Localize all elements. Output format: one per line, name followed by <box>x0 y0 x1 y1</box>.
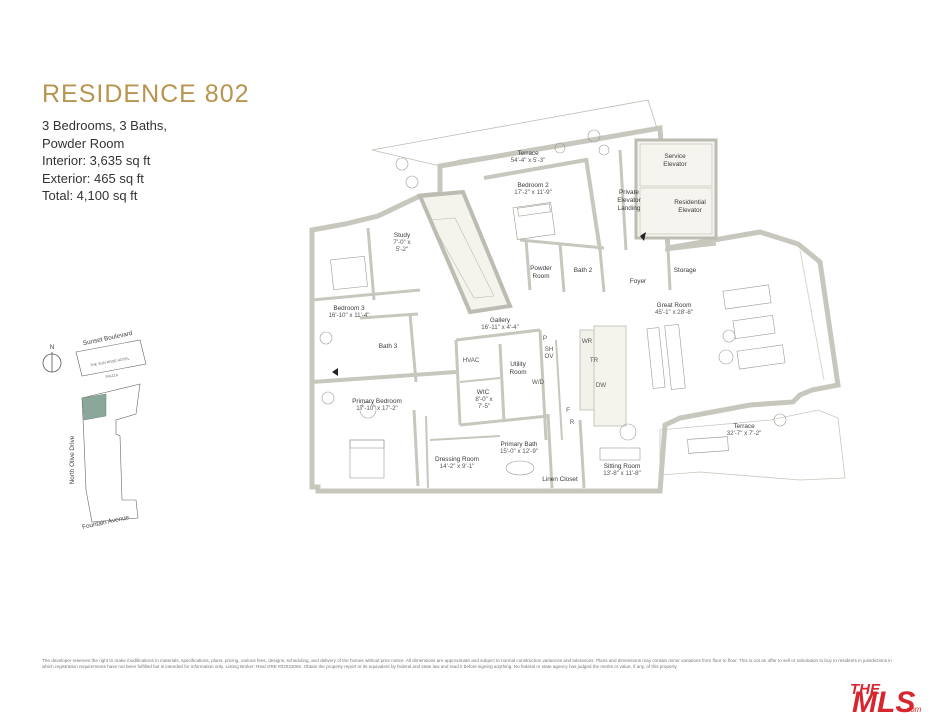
private-elevator-label: Private <box>619 189 639 196</box>
primary-bedroom-dim: 17'-10" x 17'-2" <box>356 405 398 412</box>
range-label: R <box>570 419 575 426</box>
utility-room-label: Room <box>509 369 526 376</box>
powder-room-label: Room <box>532 273 549 280</box>
study-dim: 7'-0" x <box>393 239 411 246</box>
logo-com: .com <box>904 705 922 714</box>
residential-elevator-label: Elevator <box>678 207 702 214</box>
terrace-top-dim: 54'-4" x 5'-3" <box>511 157 546 164</box>
dw-label: DW <box>596 382 606 389</box>
site-map: N THE SUN ROSE HOTEL PIAZZA Sunset Boule… <box>42 330 147 531</box>
service-elevator-label: Elevator <box>663 161 687 168</box>
spec-line: Interior: 3,635 sq ft <box>42 153 151 168</box>
room-labels: Terrace 54'-4" x 5'-3" Bedroom 2 17'-2" … <box>328 150 761 483</box>
primary-bedroom-label: Primary Bedroom <box>352 398 402 405</box>
spec-line: Powder Room <box>42 135 125 151</box>
terrace-top-label: Terrace <box>517 150 539 157</box>
logo-the: THE <box>850 681 881 698</box>
bedroom2-dim: 17'-2" x 11'-9" <box>514 189 552 196</box>
primary-bath-dim: 15'-0" x 12'-9" <box>500 448 538 455</box>
residential-elevator-label: Residential <box>674 199 706 206</box>
powder-room-label: Powder <box>530 265 553 272</box>
spec-line: Exterior: 465 sq ft <box>42 170 144 186</box>
wic-dim: 8'-0" x <box>475 396 493 403</box>
service-elevator-label: Service <box>664 153 686 160</box>
sitting-room-label: Sitting Room <box>604 463 641 470</box>
gallery-label: Gallery <box>490 317 511 324</box>
logo-mls: MLS <box>852 686 915 718</box>
ov-label: OV <box>545 353 555 360</box>
pantry-label: P <box>543 335 547 342</box>
gallery-dim: 16'-11" x 4'-4" <box>481 324 519 331</box>
utility-room-label: Utility <box>510 361 526 368</box>
primary-bath-label: Primary Bath <box>501 441 538 448</box>
piazza-label: PIAZZA <box>105 373 119 379</box>
spec-line: Total: 4,100 sq ft <box>42 188 138 203</box>
dressing-room-dim: 14'-2" x 9'-1" <box>440 463 475 470</box>
private-elevator-label: Elevator <box>617 197 641 204</box>
private-elevator-label: Landing <box>618 205 641 212</box>
terrace-right-dim: 32'-7" x 7'-2" <box>727 430 762 437</box>
north-label: N <box>50 344 55 351</box>
great-room-dim: 45'-1" x 28'-8" <box>655 309 693 316</box>
tr-label: TR <box>590 357 599 364</box>
bedroom3-dim: 16'-10" x 11'-4" <box>328 312 369 319</box>
fountain-avenue-label: Fountain Avenue <box>82 514 131 531</box>
study-label: Study <box>394 232 411 239</box>
bath3-label: Bath 3 <box>379 343 398 350</box>
bedroom3-label: Bedroom 3 <box>333 305 365 312</box>
spec-line: 3 Bedrooms, 3 Baths, <box>42 118 168 133</box>
wr-label: WR <box>582 338 593 345</box>
hvac-label: HVAC <box>463 357 480 364</box>
hotel-label: THE SUN ROSE HOTEL <box>90 357 130 368</box>
storage-label: Storage <box>674 267 697 274</box>
legal-disclaimer: The developer reserves the right to make… <box>42 658 892 669</box>
wic-dim: 7'-5" <box>478 403 490 410</box>
great-room-label: Great Room <box>657 302 692 309</box>
plan-walls <box>309 99 846 494</box>
residence-location-marker <box>81 393 107 421</box>
mls-logo: THE MLS .com <box>850 681 922 718</box>
bath2-label: Bath 2 <box>574 267 593 274</box>
terrace-right-label: Terrace <box>733 423 755 430</box>
study-dim: 5'-2" <box>396 246 408 253</box>
residence-specs: 3 Bedrooms, 3 Baths, Powder Room Interio… <box>42 117 167 205</box>
fridge-label: F <box>566 407 570 414</box>
wic-label: WIC <box>477 389 490 396</box>
north-olive-drive-label: North Olive Drive <box>69 435 76 484</box>
sunset-boulevard-label: Sunset Boulevard <box>82 330 133 347</box>
wd-label: W/D <box>532 379 545 386</box>
sitting-room-dim: 13'-8" x 11'-8" <box>603 470 641 477</box>
bedroom2-label: Bedroom 2 <box>517 182 549 189</box>
entry-arrow-icon <box>640 232 646 241</box>
dressing-room-label: Dressing Room <box>435 456 479 463</box>
foyer-label: Foyer <box>630 278 647 285</box>
entry-arrow-icon <box>332 368 338 376</box>
sh-label: SH <box>545 346 554 353</box>
residence-title: RESIDENCE 802 <box>42 80 250 108</box>
plan-furniture <box>319 129 787 479</box>
linen-closet-label: Linen Closet <box>542 476 578 483</box>
